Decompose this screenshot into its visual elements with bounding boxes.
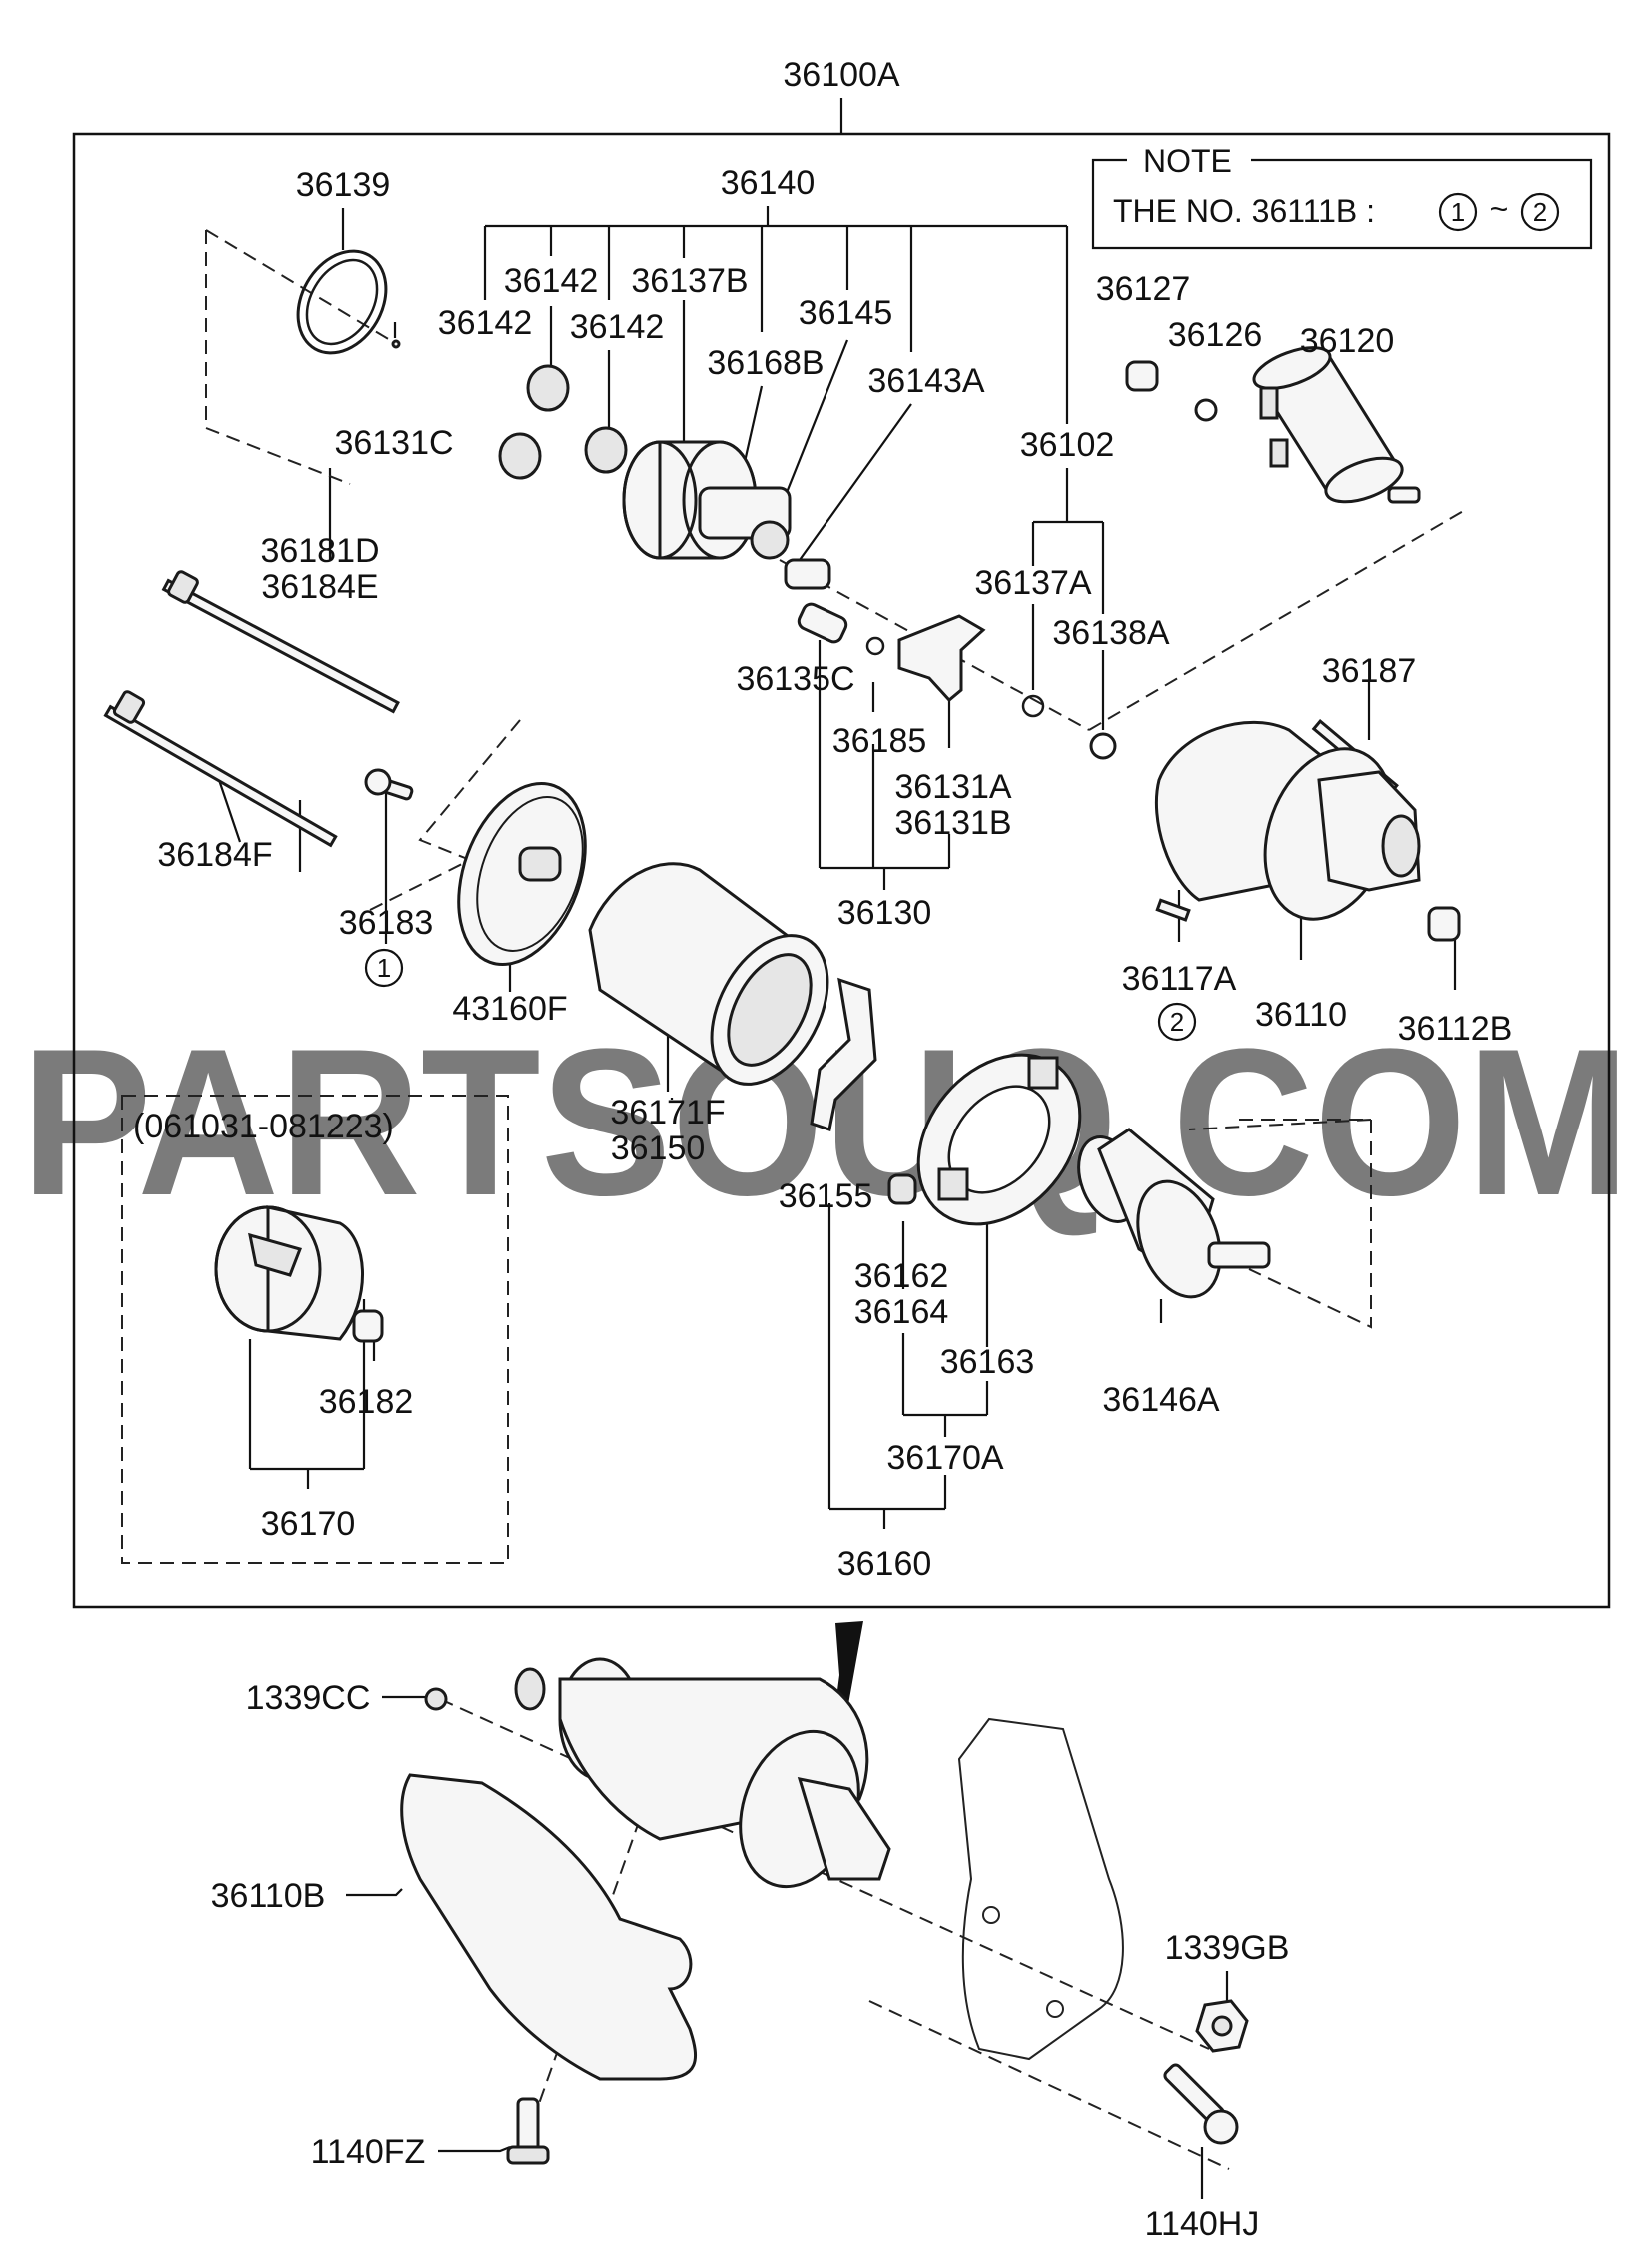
callout-36183: 36183 — [339, 904, 434, 942]
note-box: NOTE THE NO. 36111B : 1 ~ 2 — [1091, 143, 1593, 250]
callout-36170A: 36170A — [886, 1439, 1004, 1477]
part-36184F-bolt — [103, 690, 338, 848]
callout-36137A: 36137A — [974, 564, 1092, 602]
callout-36182: 36182 — [319, 1383, 414, 1421]
part-36170-cover — [214, 1205, 364, 1341]
callout-36160: 36160 — [837, 1545, 932, 1583]
part-36142-gears — [498, 364, 628, 480]
callout-36120: 36120 — [1300, 322, 1395, 360]
callout-36137B: 36137B — [631, 262, 748, 300]
part-36127-nut — [1125, 360, 1159, 392]
callout-36171F: 36171F — [610, 1094, 725, 1131]
callout-36155: 36155 — [779, 1177, 873, 1215]
callout-1140HJ: 1140HJ — [1145, 2205, 1260, 2243]
callout-43160F: 43160F — [452, 990, 567, 1028]
note-range-sep: ~ — [1490, 191, 1509, 227]
part-36185-o-ring — [865, 636, 885, 656]
part-36126-washer — [1194, 398, 1218, 422]
sub-assembly-box — [121, 1095, 509, 1564]
marker-36117A: 2 — [1170, 1007, 1184, 1037]
callout-36184F: 36184F — [157, 836, 272, 874]
callout-36138A: 36138A — [1052, 614, 1170, 652]
callout-36164: 36164 — [854, 1293, 949, 1331]
callout-36142-upper: 36142 — [504, 262, 599, 300]
note-range-end: 2 — [1533, 197, 1547, 227]
callout-36139: 36139 — [296, 166, 391, 204]
note-title: NOTE — [1143, 143, 1232, 179]
part-43160F-end-frame — [457, 781, 587, 967]
callout-36145: 36145 — [799, 294, 893, 332]
part-36131C-pin — [391, 339, 401, 349]
callout-36130: 36130 — [837, 894, 932, 932]
callout-1339CC: 1339CC — [246, 1679, 371, 1717]
leader-lines — [213, 206, 1457, 2199]
starter-installed — [514, 1657, 891, 1889]
part-1140FZ-bolt — [506, 2097, 550, 2165]
part-36117A-screw — [1155, 898, 1191, 922]
callout-36140: 36140 — [721, 164, 816, 202]
callout-36131B: 36131B — [894, 804, 1011, 842]
note-range-start: 1 — [1451, 197, 1465, 227]
callout-36168B: 36168B — [707, 344, 824, 382]
callout-36135C: 36135C — [736, 660, 854, 698]
callout-36110: 36110 — [1255, 996, 1347, 1034]
callout-36110B: 36110B — [211, 1877, 326, 1915]
callout-36185: 36185 — [832, 722, 927, 760]
part-36110-front-housing — [1154, 720, 1421, 921]
callout-36126: 36126 — [1168, 316, 1263, 354]
part-36112B-bushing — [1427, 906, 1461, 942]
callout-36143A: 36143A — [867, 362, 985, 400]
part-36182-bushing — [352, 1309, 384, 1343]
part-36138A-ring — [1089, 732, 1117, 760]
callout-36170: 36170 — [261, 1505, 356, 1543]
callout-36142-right: 36142 — [570, 308, 665, 346]
part-1339GB-nut — [1195, 1999, 1249, 2053]
callout-36127: 36127 — [1096, 270, 1191, 308]
part-36171F-yoke — [588, 862, 829, 1086]
sub-assembly-dates: (061031-081223) — [133, 1108, 394, 1145]
callout-36112B: 36112B — [1398, 1010, 1513, 1048]
callout-labels: 36139 36131C 36140 36142 36142 36142 361… — [157, 164, 1512, 2243]
assembly-label: 36100A — [783, 56, 900, 94]
part-36155-brush-lead — [810, 977, 877, 1131]
part-36137A-ring — [1021, 694, 1045, 718]
callout-36102: 36102 — [1020, 426, 1115, 464]
callout-36117A: 36117A — [1122, 960, 1237, 998]
part-36135C-plunger — [797, 602, 848, 644]
callout-36150: 36150 — [611, 1130, 706, 1167]
part-36110B-shield — [400, 1773, 697, 2081]
marker-36183: 1 — [377, 953, 391, 983]
part-36140-planetary-gear-set — [622, 440, 831, 590]
engine-mount-outline — [957, 1717, 1124, 2061]
part-36163-brush-holder — [916, 1053, 1082, 1226]
part-36146A-armature — [1077, 1128, 1271, 1299]
callout-36142-left: 36142 — [438, 304, 533, 342]
callout-1339GB: 1339GB — [1165, 1929, 1290, 1967]
callout-1140FZ: 1140FZ — [311, 2133, 426, 2171]
callout-36146A: 36146A — [1102, 1381, 1220, 1419]
part-36139-ring — [296, 249, 388, 355]
part-36181D-bolt — [161, 570, 400, 714]
callout-36131C: 36131C — [334, 424, 453, 462]
part-36183-screw — [364, 768, 414, 801]
callout-36181D: 36181D — [260, 532, 379, 570]
callout-36162: 36162 — [854, 1257, 949, 1295]
note-text: THE NO. 36111B : — [1113, 193, 1375, 229]
callout-36131A: 36131A — [894, 768, 1012, 806]
callout-36163: 36163 — [940, 1343, 1035, 1381]
part-36131-lever — [897, 614, 986, 703]
part-1140HJ-bolt — [1163, 2063, 1239, 2145]
part-1339CC-nut — [424, 1687, 448, 1711]
part-36162-spring — [887, 1173, 917, 1205]
part-36120-solenoid — [1252, 346, 1421, 504]
callout-36187: 36187 — [1322, 652, 1417, 690]
callout-36184E: 36184E — [261, 568, 378, 606]
